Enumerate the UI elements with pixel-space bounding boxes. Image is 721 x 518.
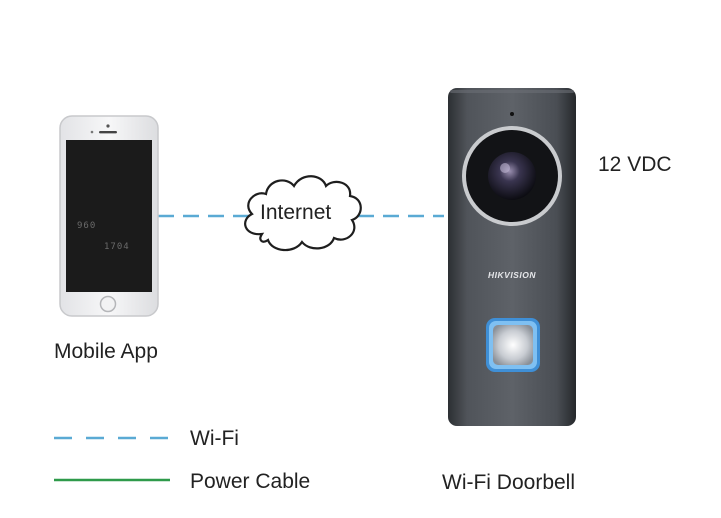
mobile-app-caption: Mobile App <box>54 340 158 363</box>
phone-camera <box>106 124 110 128</box>
phone-speaker <box>99 131 117 134</box>
internet-cloud-icon <box>244 175 362 252</box>
internet-label: Internet <box>260 201 332 224</box>
phone-screen <box>66 140 152 292</box>
doorbell-edge-highlight <box>450 90 574 93</box>
doorbell-press-button <box>493 325 533 365</box>
phone-screen-number-1: 960 <box>77 221 97 231</box>
camera-lens-glint <box>500 163 510 173</box>
power-voltage-label: 12 VDC <box>598 153 672 176</box>
phone-home-button <box>99 295 117 313</box>
doorbell-indicator-dot <box>510 112 514 116</box>
doorbell-brand-logo: HIKVISION <box>488 270 536 280</box>
doorbell-caption: Wi-Fi Doorbell <box>442 471 576 494</box>
mobile-phone-icon <box>59 115 159 317</box>
wifi-doorbell-device <box>448 88 576 426</box>
phone-sensor <box>90 130 94 134</box>
camera-lens-icon <box>488 152 536 200</box>
phone-screen-number-2: 1704 <box>104 242 130 252</box>
